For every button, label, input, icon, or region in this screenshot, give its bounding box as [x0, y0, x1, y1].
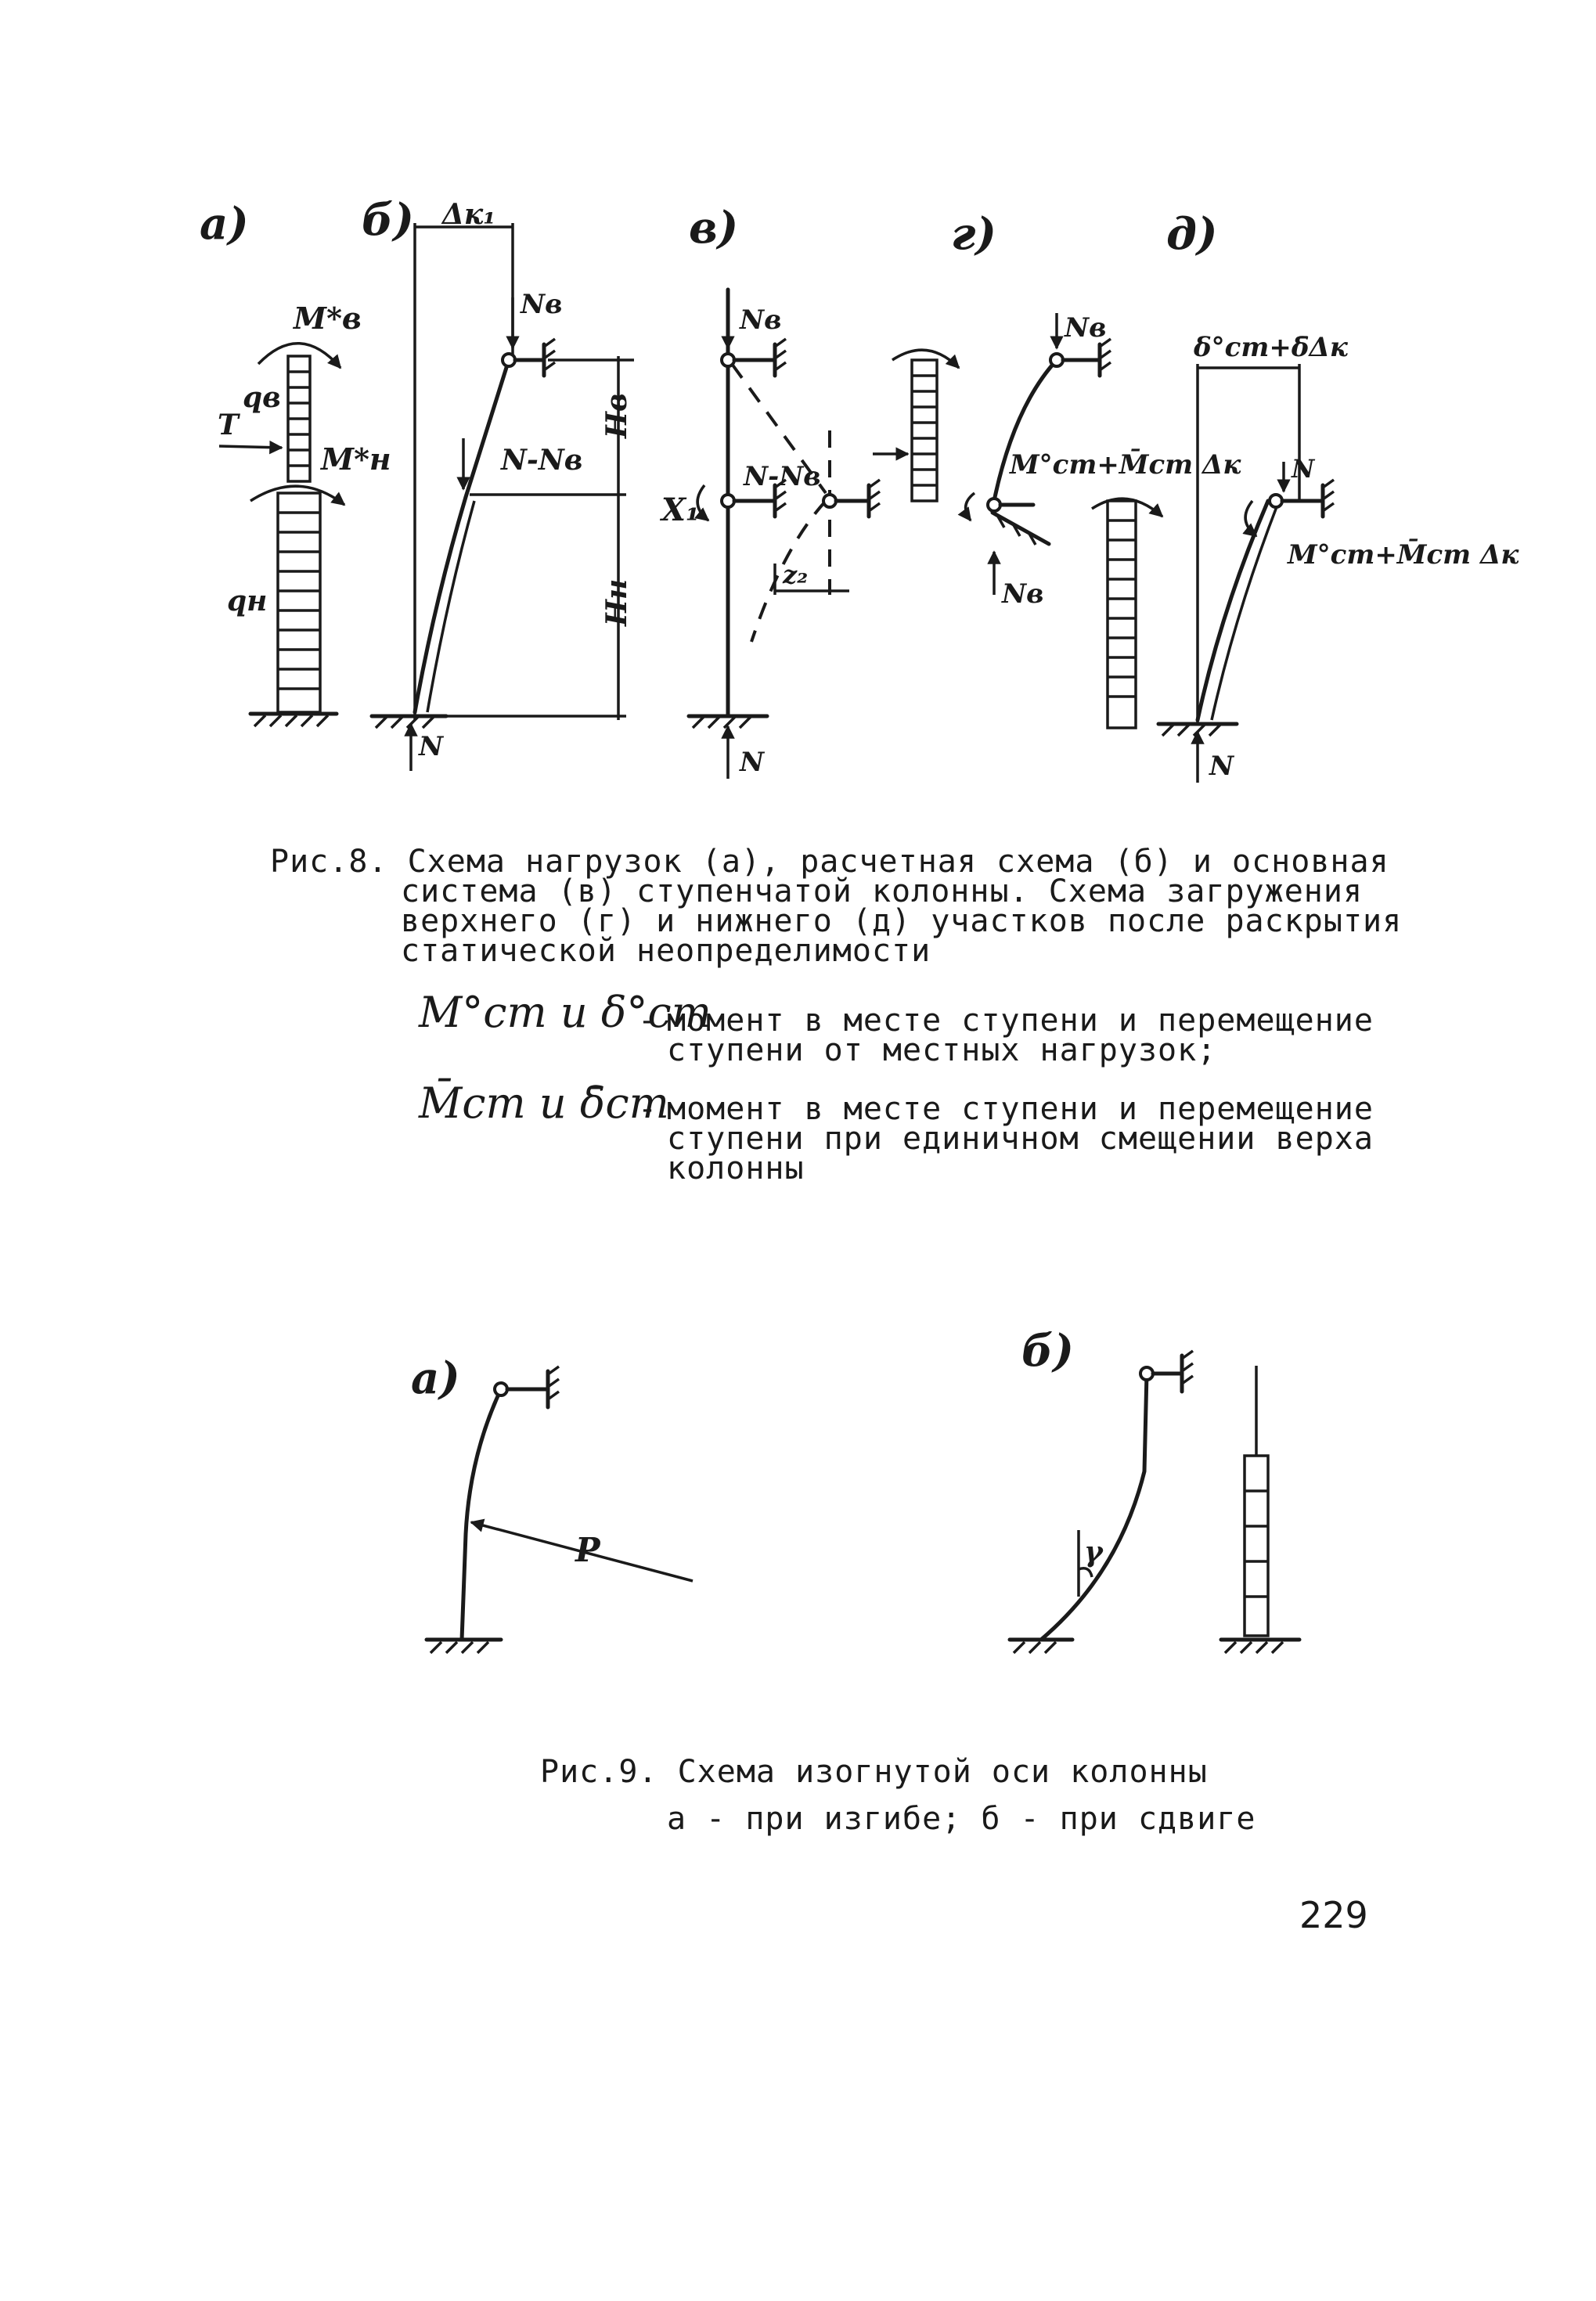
label-gamma: γ [1084, 1536, 1104, 1568]
page-number: 229 [1299, 1894, 1368, 1936]
fig8-panel-g: Nв M°ст+M̄ст Δк Nв [957, 312, 1241, 729]
fig8-caption-line1: Рис.8. Схема нагрузок (а), расчетная схе… [270, 844, 1389, 880]
label-n-v-g2: Nв [1001, 578, 1043, 610]
fig9-panel-a: P [424, 1365, 694, 1655]
fig8-panel-d: δ°ст+δ̄Δк N M°ст+M̄ст Δк N [1156, 332, 1519, 783]
label-p: P [575, 1531, 601, 1569]
fig8-panel-label-b: б) [362, 194, 414, 246]
fig8-panel-label-a: а) [200, 198, 249, 250]
fig8-caption-line2: система (в) ступенчатой колонны. Схема з… [401, 873, 1364, 909]
label-n-d2: N [1209, 751, 1235, 782]
legend-dash-2: - [638, 1091, 658, 1127]
label-n-d: N [1291, 454, 1316, 484]
fig9-caption-line2: а - при изгибе; б - при сдвиге [667, 1801, 1256, 1837]
label-m-d: M°ст+M̄ст Δк [1287, 538, 1519, 571]
fig8-panel-label-g: г) [951, 208, 996, 260]
fig8-panel-v: Nв N-Nв X₁ z₂ N [659, 287, 960, 779]
label-q-n: qн [227, 585, 267, 618]
legend-text-2a: момент в месте ступени и перемещение [667, 1091, 1374, 1127]
legend-text-2c: колонны [667, 1150, 805, 1187]
legend-text-1a: момент в месте ступени и перемещение [667, 1003, 1374, 1039]
label-z2: z₂ [782, 560, 808, 589]
label-n-minus-nv: N-Nв [500, 444, 582, 477]
label-n-v-g: Nв [1064, 312, 1106, 344]
legend-text-2b: ступени при единичном смещении верха [667, 1121, 1374, 1157]
label-m-n: M*н [319, 441, 391, 477]
label-x1: X₁ [659, 492, 700, 528]
label-h-n: Hн [600, 579, 633, 627]
fig8-panel-a: M*в M*н qв T qн [218, 301, 391, 728]
label-n-v2: N [739, 747, 766, 778]
legend-symbol-unit: M̄ст и δ̄ст [419, 1078, 669, 1128]
fig9-panel-label-a: а) [411, 1352, 460, 1404]
fig9-panel-b: γ [1007, 1349, 1302, 1655]
fig8-caption-line3: верхнего (г) и нижнего (д) участков посл… [401, 903, 1403, 939]
fig8-panel-b: Δк₁ Nв N-Nв Hв Hн N [369, 198, 634, 771]
fig9-panel-label-b: б) [1021, 1325, 1074, 1377]
label-m-v: M*в [292, 301, 362, 336]
label-q-v: qв [243, 381, 281, 414]
label-n-v-b: Nв [520, 289, 562, 320]
label-t: T [218, 409, 240, 441]
label-delta-top: δ°ст+δ̄Δк [1193, 332, 1349, 363]
fig8-panel-label-d: д) [1166, 208, 1217, 260]
label-m-g: M°ст+M̄ст Δк [1009, 448, 1241, 481]
fig9-caption-line1: Рис.9. Схема изогнутой оси колонны [540, 1754, 1208, 1790]
label-n-b: N [418, 731, 445, 762]
label-n-v-v: Nв [739, 304, 781, 336]
fig8-caption-line4: статической неопределимости [401, 933, 931, 969]
fig8-panel-label-v: в) [689, 202, 738, 254]
figure-8-drawing: а) б) в) г) д) M*в M*н qв T qн Δк₁ Nв N-… [200, 194, 1519, 783]
label-delta-k1: Δк₁ [441, 198, 495, 231]
legend-dash-1: - [638, 1003, 658, 1039]
label-h-v: Hв [600, 393, 633, 439]
legend-text-1b: ступени от местных нагрузок; [667, 1032, 1217, 1068]
legend-symbol-local: M°ст и δ°ст [419, 988, 712, 1037]
label-n-minus-nv-v: N-Nв [743, 461, 821, 492]
